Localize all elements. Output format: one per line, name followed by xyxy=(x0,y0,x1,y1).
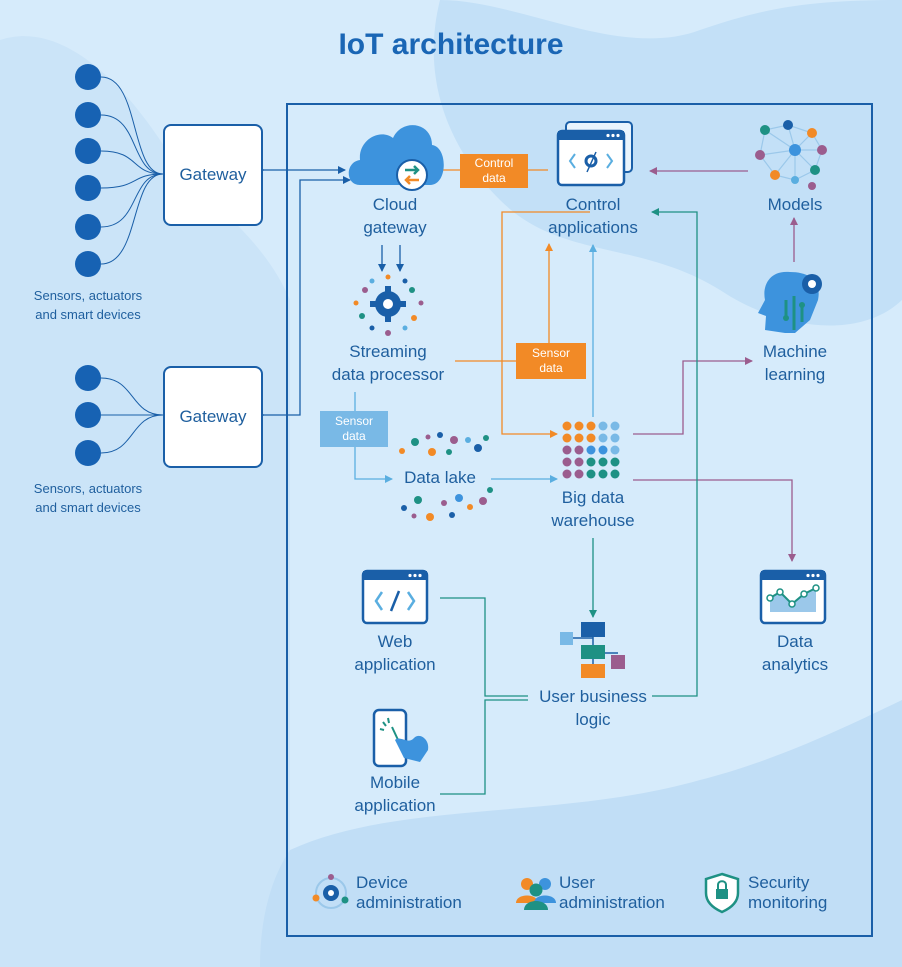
device-dot-icon xyxy=(75,175,101,201)
user-administration-icon xyxy=(516,878,556,910)
device-dot-icon xyxy=(75,64,101,90)
machine-learning-icon xyxy=(758,271,822,333)
models-icon xyxy=(755,120,827,190)
data-lake-icon xyxy=(399,432,493,521)
streaming-processor-icon xyxy=(353,274,424,336)
business-logic-links xyxy=(440,208,698,795)
device-dot-icon xyxy=(75,251,101,277)
page-title: IoT architecture xyxy=(338,28,564,61)
device-administration-icon xyxy=(312,874,349,909)
data-analytics-icon xyxy=(759,569,827,625)
device-dot-icon xyxy=(75,214,101,240)
gateway-2: Gateway xyxy=(163,366,263,468)
sensor-data-links xyxy=(455,211,590,438)
big-data-warehouse-icon xyxy=(562,421,620,479)
device-group-1 xyxy=(75,64,164,277)
mobile-application-icon xyxy=(372,708,429,768)
device-dot-icon xyxy=(75,365,101,391)
analytics-links xyxy=(633,167,798,562)
cloud-gateway-icon xyxy=(348,125,444,191)
device-dot-icon xyxy=(75,138,101,164)
security-monitoring-icon xyxy=(704,872,740,914)
gateway-cloud-links xyxy=(257,166,404,419)
web-application-icon xyxy=(361,569,429,625)
control-applications-icon xyxy=(556,121,633,187)
device-dot-icon xyxy=(75,402,101,428)
gateway-1: Gateway xyxy=(163,124,263,226)
data-lake-label: Data lake xyxy=(404,468,476,487)
device-group-2 xyxy=(75,365,164,466)
user-business-logic-icon xyxy=(560,622,625,678)
architecture-frame xyxy=(286,103,873,937)
device-dot-icon xyxy=(75,102,101,128)
models-label: Models xyxy=(767,195,823,214)
device-dot-icon xyxy=(75,440,101,466)
